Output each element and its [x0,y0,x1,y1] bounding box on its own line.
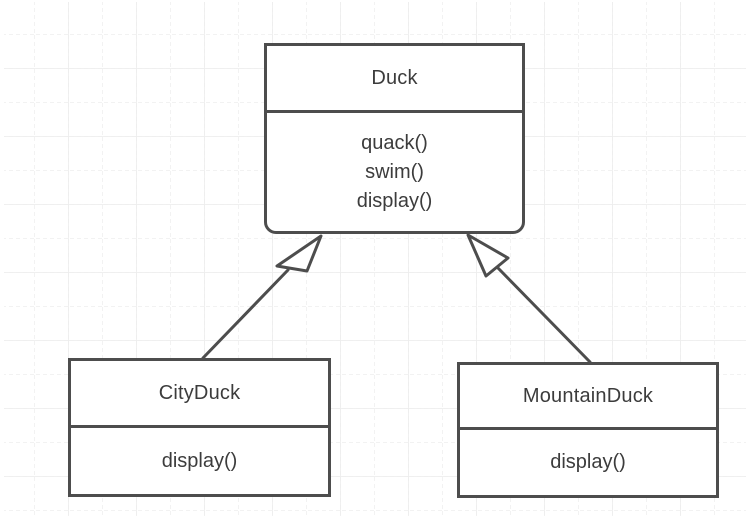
generalization-line-cityduck [201,268,290,360]
class-members-cityduck: display() [71,428,328,494]
generalization-mountainduck-to-duck [466,233,592,364]
uml-class-cityduck[interactable]: CityDuck display() [68,358,331,497]
class-name-cityduck: CityDuck [158,381,241,404]
class-divider-duck [267,110,522,113]
class-members-duck: quack() swim() display() [267,113,522,231]
class-name-duck: Duck [371,66,418,89]
class-name-mountainduck: MountainDuck [522,384,654,407]
uml-class-mountainduck[interactable]: MountainDuck display() [457,362,719,498]
hollow-triangle-arrowhead-mountainduck [466,233,510,278]
hollow-triangle-arrowhead-cityduck [275,234,323,273]
class-divider-mountainduck [460,427,716,430]
member-display: display() [356,189,433,212]
class-divider-cityduck [71,425,328,428]
generalization-cityduck-to-duck [201,234,323,360]
member-display-cityduck: display() [161,449,238,472]
member-quack: quack() [361,131,428,154]
class-members-mountainduck: display() [460,430,716,495]
generalization-line-mountainduck [496,266,592,364]
uml-class-duck[interactable]: Duck quack() swim() display() [264,43,525,234]
member-swim: swim() [365,160,424,183]
member-display-mountainduck: display() [550,451,626,473]
